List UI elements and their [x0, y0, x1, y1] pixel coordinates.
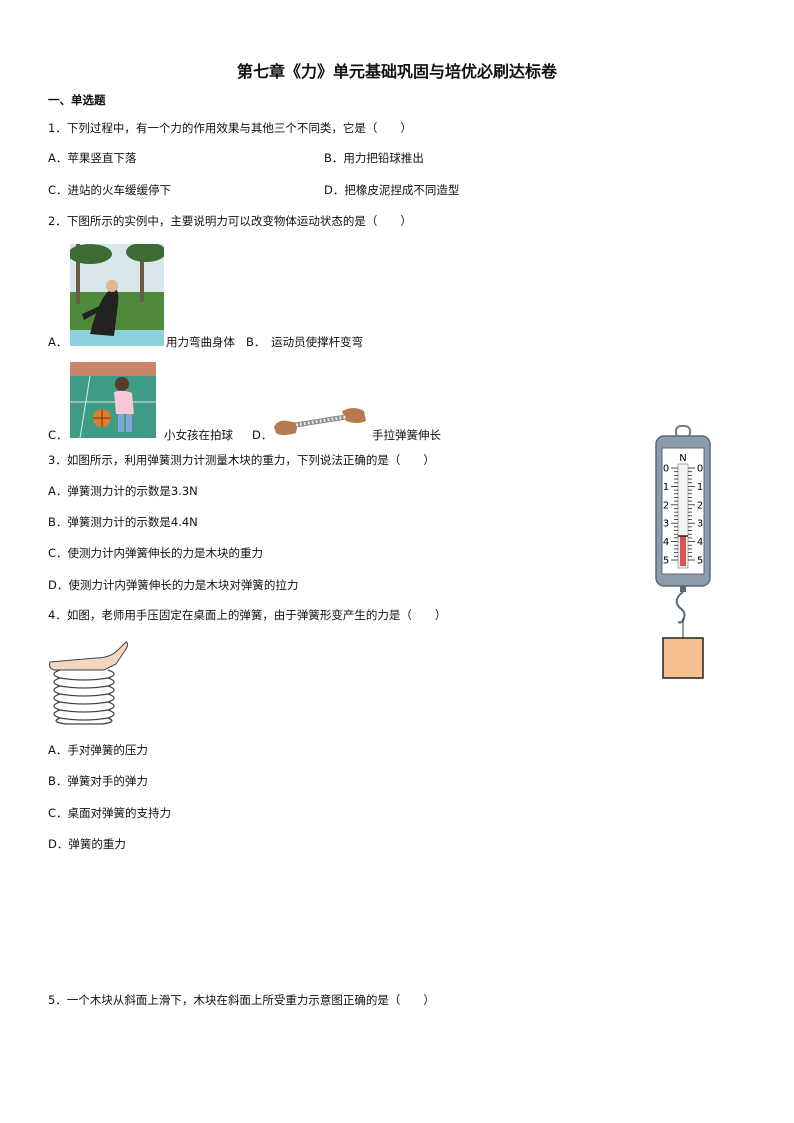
hands-stretch-spring-image — [272, 405, 368, 439]
hand-press-spring-figure — [46, 638, 130, 728]
scale-tick-label-left: 2 — [663, 500, 669, 511]
scale-tick-label-left: 3 — [663, 519, 669, 530]
question-3-option-a[interactable]: A．弹簧测力计的示数是3.3N — [48, 484, 198, 498]
scale-tick-label-left: 1 — [663, 482, 669, 493]
page-title: 第七章《力》单元基础巩固与培优必刷达标卷 — [236, 62, 557, 81]
yoga-photo — [70, 244, 164, 346]
question-2-option-c-label[interactable]: C． — [48, 428, 68, 442]
question-2-option-a-text: 用力弯曲身体 — [166, 335, 235, 349]
question-1-option-d[interactable]: D．把橡皮泥捏成不同造型 — [324, 183, 460, 197]
question-5-stem: 5．一个木块从斜面上滑下，木块在斜面上所受重力示意图正确的是（ ） — [48, 993, 435, 1007]
question-1-option-a[interactable]: A．苹果竖直下落 — [48, 151, 137, 165]
question-2-option-d-text: 手拉弹簧伸长 — [372, 428, 441, 442]
question-4-option-a[interactable]: A．手对弹簧的压力 — [48, 743, 148, 757]
question-3-option-b[interactable]: B．弹簧测力计的示数是4.4N — [48, 515, 198, 529]
question-2-option-b[interactable]: B． 运动员使撑杆变弯 — [246, 335, 364, 349]
spring-scale-figure: N 0 1 2 3 4 5 0 1 2 3 4 5 — [650, 424, 716, 686]
scale-unit-label: N — [679, 453, 686, 464]
question-4-option-c[interactable]: C．桌面对弹簧的支持力 — [48, 806, 172, 820]
girl-basketball-photo — [70, 362, 156, 438]
question-2-stem: 2．下图所示的实例中，主要说明力可以改变物体运动状态的是（ ） — [48, 214, 412, 228]
question-2-option-a-label[interactable]: A． — [48, 335, 68, 349]
question-2-option-c-text: 小女孩在拍球 — [164, 428, 233, 442]
scale-tick-label-right: 0 — [697, 464, 703, 475]
question-1-stem: 1．下列过程中，有一个力的作用效果与其他三个不同类，它是（ ） — [48, 121, 412, 135]
scale-tick-label-right: 1 — [697, 482, 703, 493]
question-1-option-b[interactable]: B．用力把铅球推出 — [324, 151, 424, 165]
wooden-block — [662, 637, 704, 679]
question-4-option-b[interactable]: B．弹簧对手的弹力 — [48, 774, 148, 788]
question-3-option-c[interactable]: C．使测力计内弹簧伸长的力是木块的重力 — [48, 546, 264, 560]
scale-tick-label-right: 2 — [697, 500, 703, 511]
scale-tick-label-right: 4 — [697, 537, 703, 548]
scale-tick-label-left: 5 — [663, 556, 669, 567]
question-3-stem: 3．如图所示，利用弹簧测力计测量木块的重力，下列说法正确的是（ ） — [48, 453, 435, 467]
scale-tick-label-right: 5 — [697, 556, 703, 567]
question-2-option-d-label[interactable]: D． — [252, 428, 273, 442]
question-1-option-c[interactable]: C．进站的火车缓缓停下 — [48, 183, 172, 197]
question-4-option-d[interactable]: D．弹簧的重力 — [48, 837, 126, 851]
scale-tick-label-right: 3 — [697, 519, 703, 530]
scale-tick-label-left: 0 — [663, 464, 669, 475]
scale-tick-label-left: 4 — [663, 537, 669, 548]
section-heading: 一、单选题 — [48, 93, 106, 107]
question-4-stem: 4．如图，老师用手压固定在桌面上的弹簧，由于弹簧形变产生的力是（ ） — [48, 608, 447, 622]
question-3-option-d[interactable]: D．使测力计内弹簧伸长的力是木块对弹簧的拉力 — [48, 578, 299, 592]
